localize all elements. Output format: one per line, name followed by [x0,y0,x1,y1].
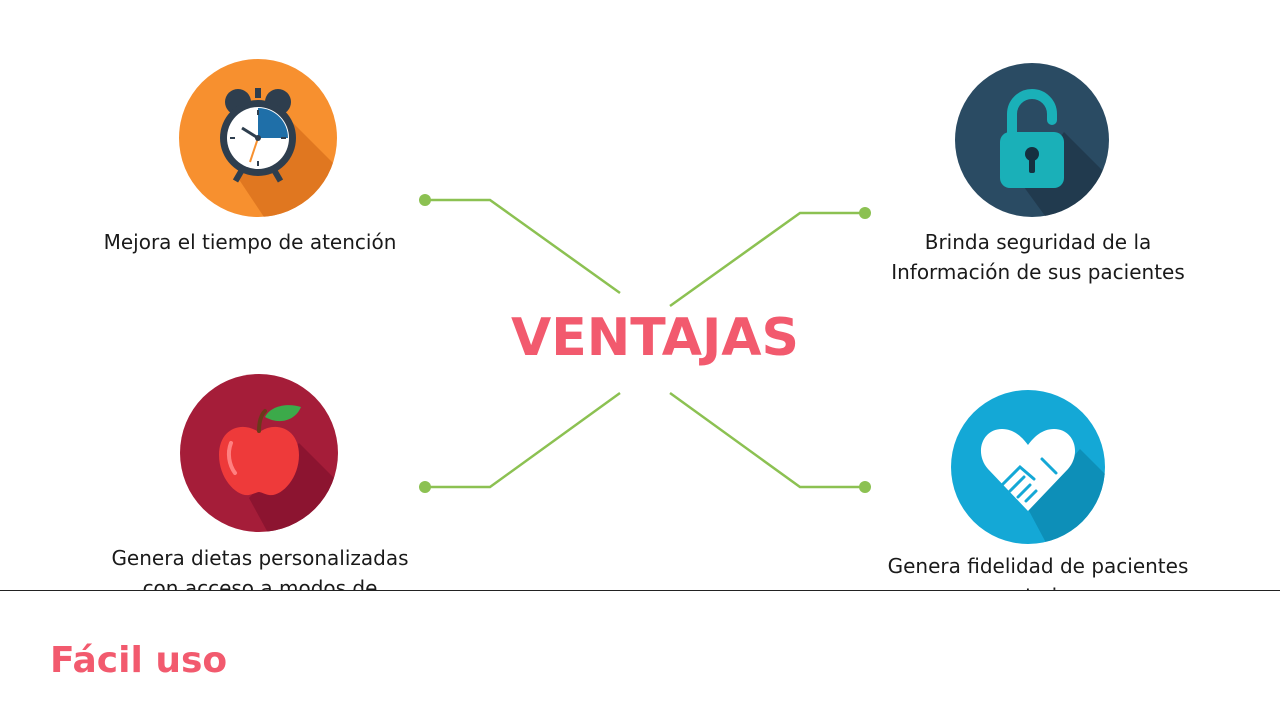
caption-line: Brinda seguridad de la [924,230,1152,254]
padlock-icon [955,63,1109,217]
caption-line: Información de sus pacientes [891,260,1185,284]
next-slide-title: Fácil uso [50,640,228,681]
slide-ventajas: Mejora el tiempo de atención Brinda segu… [90,59,1198,591]
caption-line: Mejora el tiempo de atención [103,230,397,254]
caption-line: a ta ia [878,581,1198,591]
caption-dietas: Genera dietas personalizadas con acceso … [100,543,420,591]
slide-divider [0,590,1280,591]
caption-line: Genera dietas personalizadas [111,546,409,570]
slide-title: VENTAJAS [510,308,799,368]
apple-icon [180,374,338,532]
connector-lines [419,194,871,493]
caption-seguridad: Brinda seguridad de la Información de su… [878,227,1198,287]
caption-line: con acceso a modos de [142,576,378,591]
alarm-clock-icon [179,59,337,217]
caption-fidelidad: Genera fidelidad de pacientes a ta ia [878,551,1198,591]
caption-line: Genera fidelidad de pacientes [887,554,1189,578]
caption-tiempo-atencion: Mejora el tiempo de atención [90,227,410,257]
heart-handshake-icon [951,390,1105,544]
